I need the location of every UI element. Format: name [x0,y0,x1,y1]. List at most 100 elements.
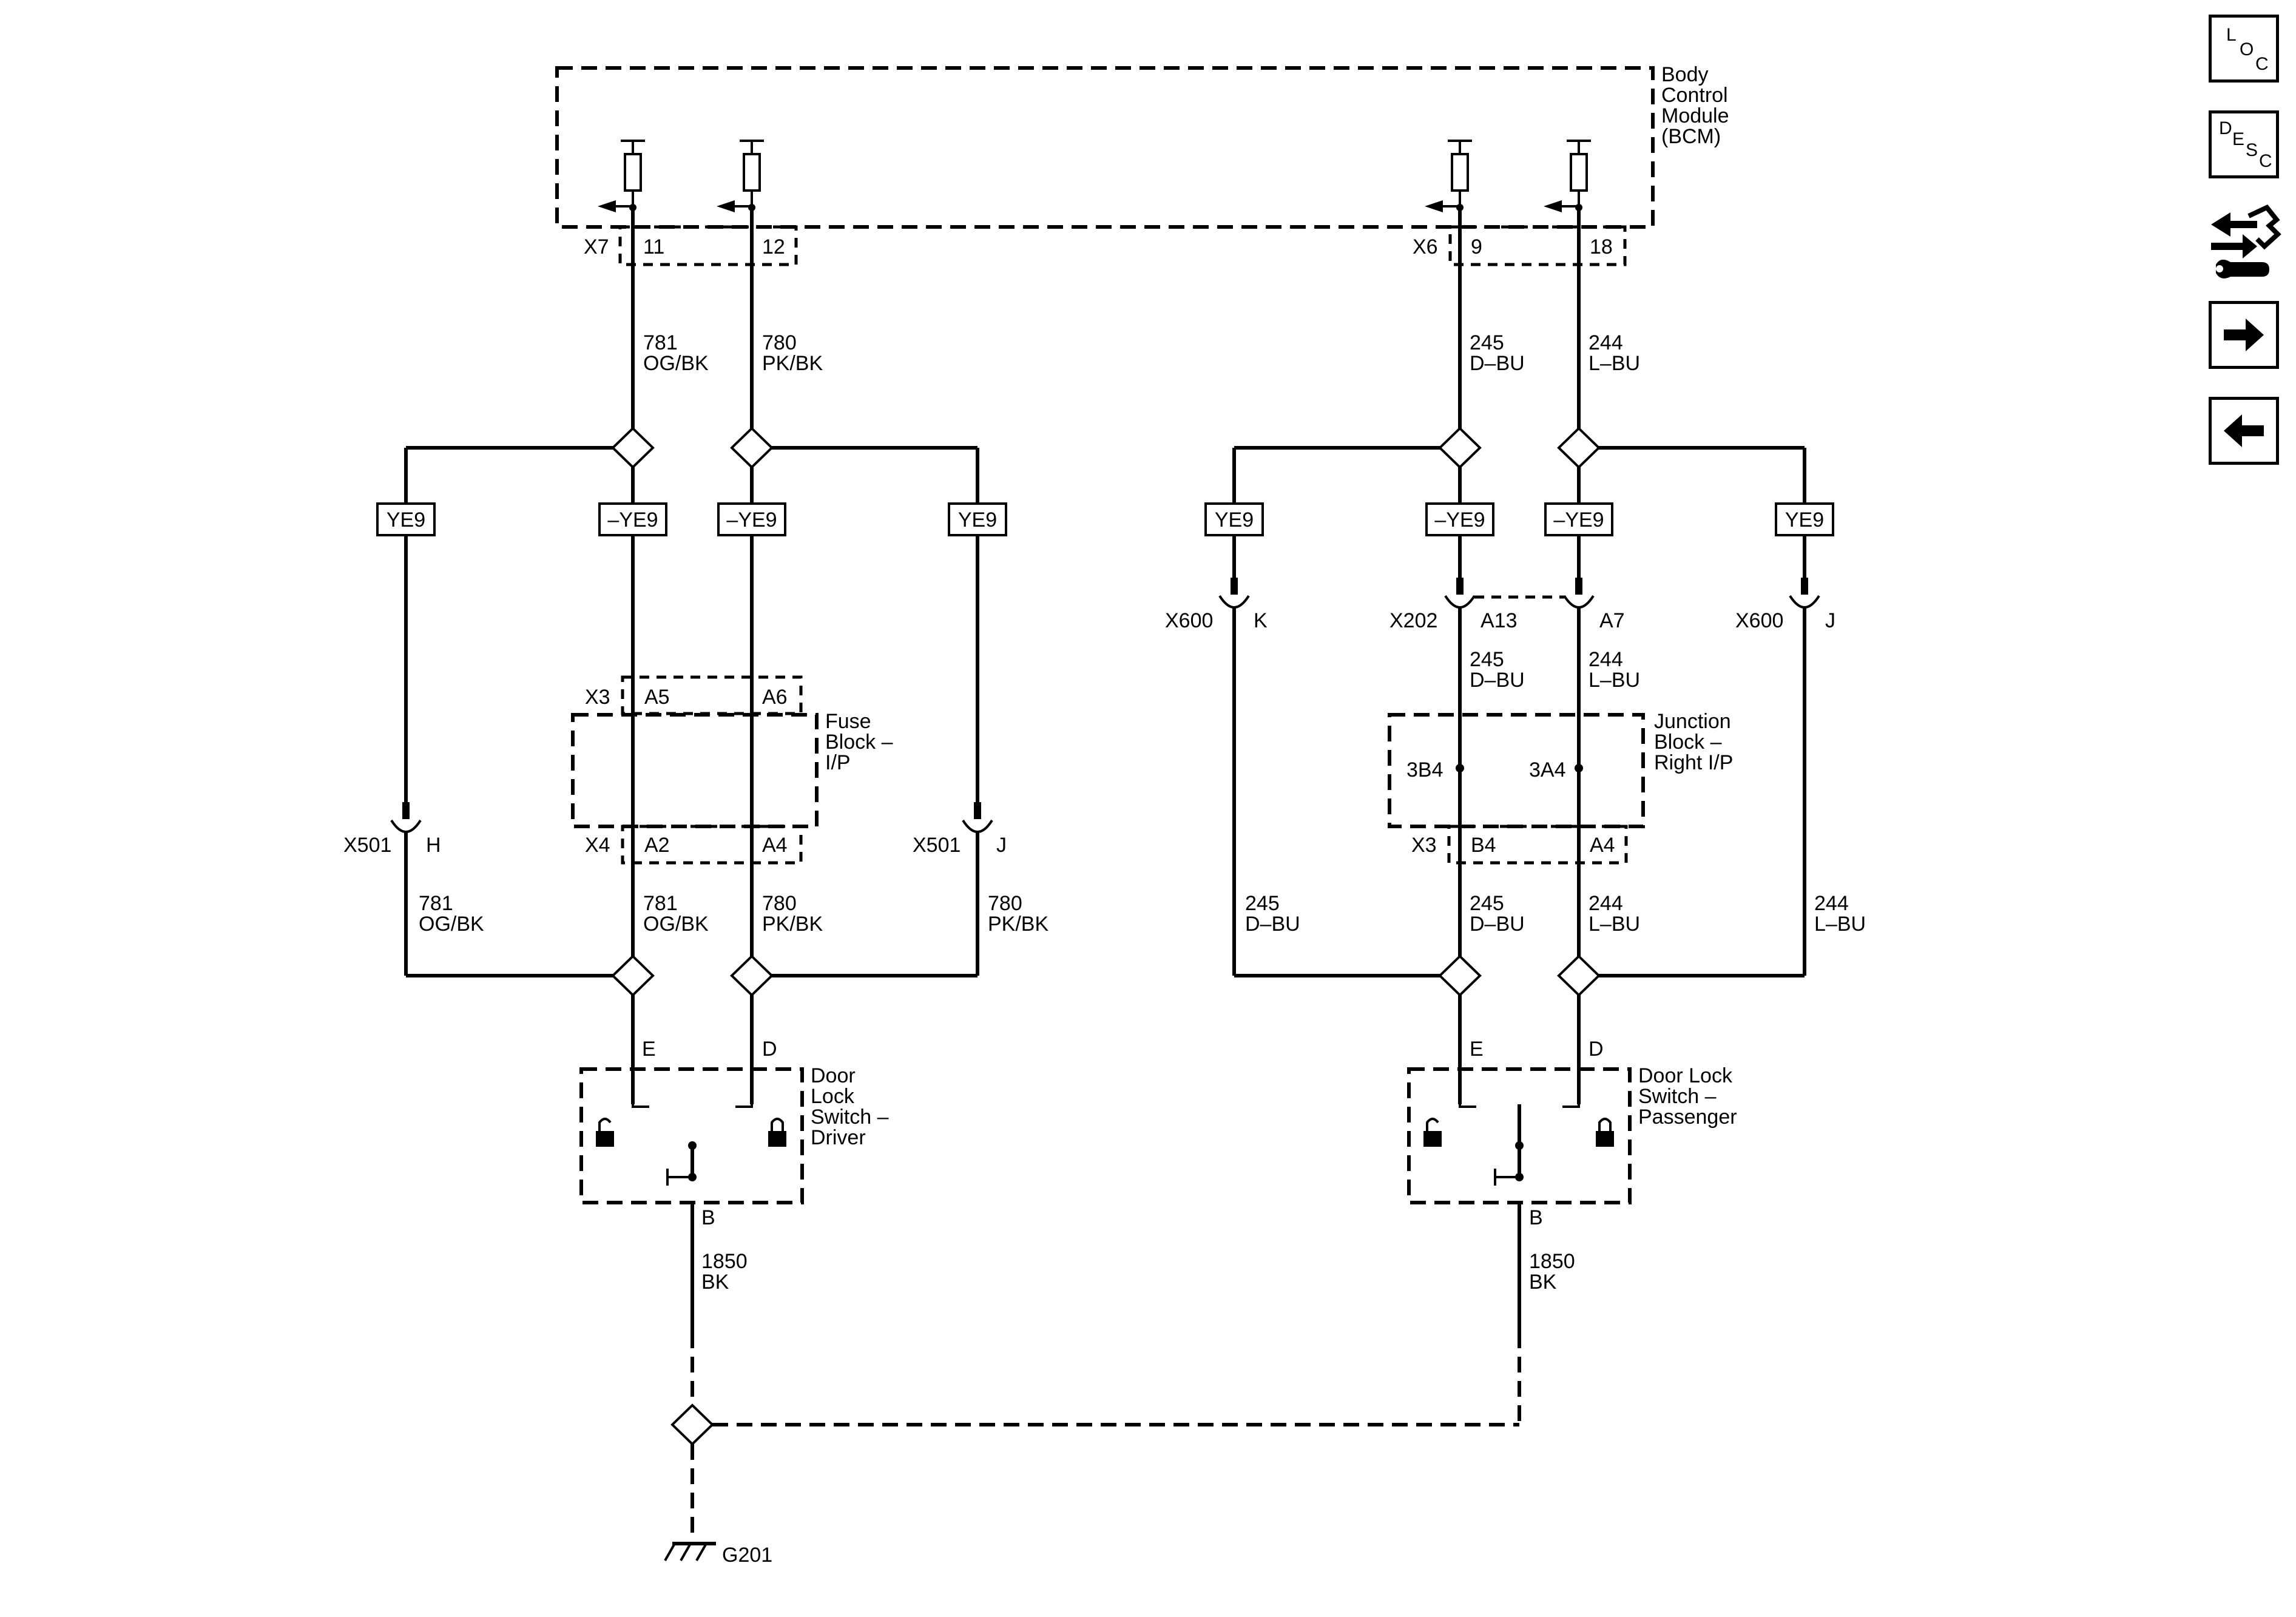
switch-driver-label-line3: Switch – [811,1106,889,1129]
bcm-label-line3: Module [1661,104,1729,127]
option-not-ye9-244-label: –YE9 [1553,508,1604,532]
wire-d-bu-lower-label: D–BU [1470,913,1525,936]
switch-passenger-label-line1: Door Lock [1638,1064,1733,1087]
option-ye9-244-label: YE9 [1785,508,1824,532]
connector-x600-j-label: X600 [1735,609,1783,632]
pin-a2-label: A2 [644,834,670,857]
circuit-245-lower-label: 245 [1470,892,1504,915]
pin-12-label: 12 [762,235,785,258]
switch-passenger-label-line3: Passenger [1638,1106,1737,1129]
wire-pk-bk-lower-label: PK/BK [762,913,823,936]
splice-244-upper [1557,427,1601,469]
splice-244-lower [1557,954,1601,997]
junction-block-label-line2: Block – [1654,731,1722,754]
wire-og-bk-lower-label: OG/BK [643,913,709,936]
wire-l-bu-label: L–BU [1589,352,1640,375]
connector-x600-k [1218,578,1250,609]
connector-x7 [618,225,798,266]
option-not-ye9-780-label: –YE9 [726,508,777,532]
connector-x501-h-label: X501 [343,834,391,857]
junction-block-right-ip [1388,713,1645,828]
connector-x7-label: X7 [584,235,609,258]
loc-letter-c: C [2255,54,2269,74]
ground-splice [670,1403,714,1446]
option-ye9-244 [1775,502,1834,536]
option-not-ye9-245-label: –YE9 [1434,508,1485,532]
splice-245-lower [1438,954,1482,997]
wire-l-bu-x600-label: L–BU [1814,913,1866,936]
pin-e-passenger-label: E [1470,1038,1484,1061]
bcm-input-circuit-780 [717,140,764,212]
next-page-button[interactable] [2209,301,2279,369]
pin-a7-label: A7 [1599,609,1625,632]
bcm-input-circuit-244 [1544,140,1591,212]
connector-x600-j [1789,578,1820,609]
bcm-label-line4: (BCM) [1661,125,1721,148]
unlock-icon-driver [596,1118,614,1147]
pin-11-label: 11 [643,235,664,258]
circuit-781-x501-label: 781 [419,892,453,915]
connector-x3-fuse [621,675,803,715]
desc-letter-e: E [2232,129,2245,149]
wire-og-bk-label: OG/BK [643,352,709,375]
option-ye9-780 [948,502,1007,536]
circuit-1850-passenger-label: 1850 [1529,1250,1575,1273]
pin-a4-junction-label: A4 [1590,834,1615,857]
splice-781-lower [611,954,655,997]
connector-x6 [1448,225,1627,266]
circuit-244-lower-label: 244 [1589,892,1623,915]
connector-repair-icon[interactable] [2206,204,2281,280]
wire-bk-driver-label: BK [701,1271,729,1294]
desc-letter-s: S [2246,140,2258,160]
ground-symbol [664,1542,716,1561]
circuit-245-label: 245 [1470,331,1504,354]
connector-x4-fuse [621,825,803,865]
circuit-781-lower-label: 781 [643,892,678,915]
option-ye9-245 [1204,502,1264,536]
switch-driver-label-line4: Driver [811,1126,866,1149]
wire-pk-bk-label: PK/BK [762,352,823,375]
connector-x202 [1444,578,1595,609]
splice-245-upper [1438,427,1482,469]
circuit-781-label: 781 [643,331,678,354]
pin-18-label: 18 [1590,235,1613,258]
splice-781-upper [611,427,655,469]
circuit-245-mid-label: 245 [1470,648,1504,671]
switch-driver-label-line1: Door [811,1064,856,1087]
circuit-244-x600-label: 244 [1814,892,1849,915]
option-ye9-245-label: YE9 [1215,508,1254,532]
loc-button[interactable]: L O C [2209,15,2279,83]
option-ye9-780-label: YE9 [958,508,997,532]
bcm-label-line2: Control [1661,84,1728,107]
arrow-right-icon [2224,319,2264,351]
pin-a4-fuse-label: A4 [762,834,788,857]
pin-k-label: K [1254,609,1268,632]
wire-pk-bk-x501-label: PK/BK [988,913,1048,936]
splice-780-lower [730,954,774,997]
pin-b-driver-label: B [701,1206,715,1229]
switch-passenger-label-line2: Switch – [1638,1085,1717,1108]
previous-page-button[interactable] [2209,397,2279,465]
fuse-block-label-line3: I/P [825,751,851,774]
switch-driver-label-line2: Lock [811,1085,855,1108]
bcm-boundary [555,66,1655,229]
lock-icon-driver [768,1118,786,1147]
connector-x202-label: X202 [1389,609,1437,632]
circuit-780-lower-label: 780 [762,892,797,915]
desc-button[interactable]: D E S C [2209,110,2279,178]
pin-a5-label: A5 [644,686,670,709]
pin-9-label: 9 [1471,235,1482,258]
pin-3a4-label: 3A4 [1529,758,1566,781]
pin-e-driver-label: E [642,1038,656,1061]
option-not-ye9-781-label: –YE9 [607,508,658,532]
option-ye9-781-label: YE9 [387,508,425,532]
pin-a6-label: A6 [762,686,788,709]
junction-block-label-line1: Junction [1654,710,1731,733]
fuse-block-label-line1: Fuse [825,710,871,733]
fuse-block-label-line2: Block – [825,731,893,754]
connector-x4-label: X4 [585,834,610,857]
connector-x501-h [390,802,422,833]
wire-d-bu-x600-label: D–BU [1245,913,1300,936]
pin-b4-label: B4 [1471,834,1496,857]
